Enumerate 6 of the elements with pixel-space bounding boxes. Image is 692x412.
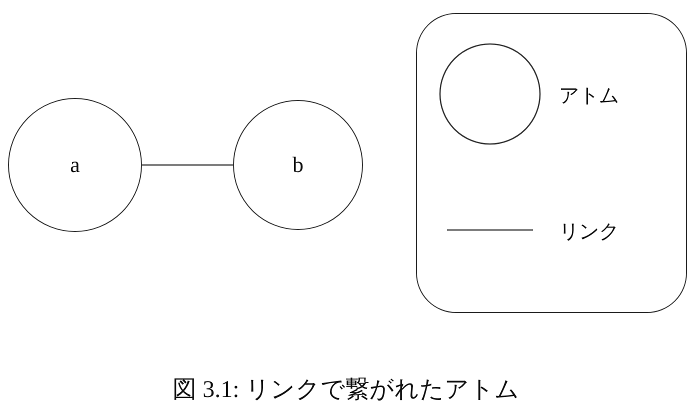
node-label: a (70, 152, 80, 178)
connector-line (142, 164, 233, 166)
legend-label: アトム (559, 82, 619, 109)
node-label: b (292, 152, 304, 178)
figure-caption: 図 3.1: リンクで繋がれたアトム (172, 376, 520, 405)
legend-label: リンク (559, 218, 619, 245)
